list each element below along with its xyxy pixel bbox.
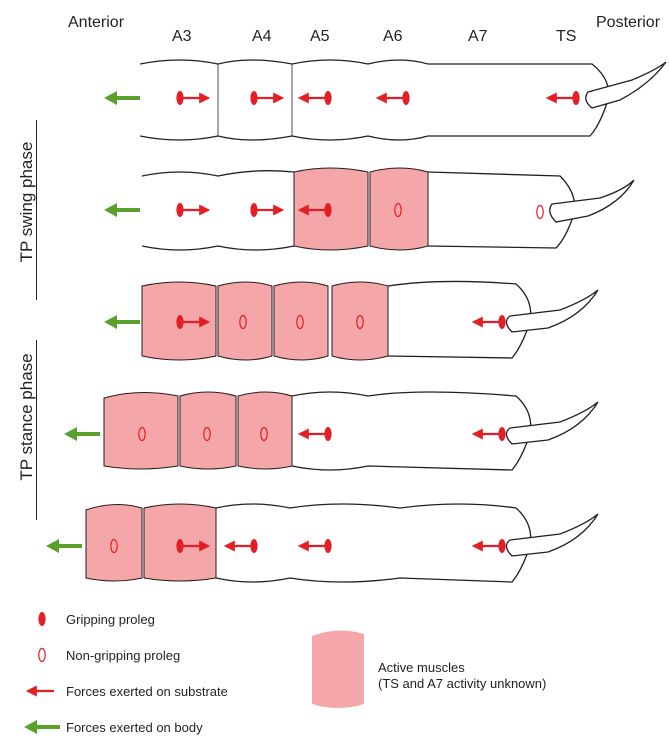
row-5-body-outline [216,504,531,582]
row-1-body-arrow-head [104,91,117,105]
row-2-tail [550,180,634,222]
row-5-body-arrow-head [46,539,59,553]
row-4 [104,392,598,470]
row-2-body-arrow-head [104,203,117,217]
row-3-body-arrow-head [104,315,117,329]
row-3 [142,281,598,360]
row-2-proleg-ts [537,206,543,219]
row-4-muscle-a4 [180,392,236,469]
legend-gripping-proleg-icon [38,612,45,626]
legend-active-muscles-swatch [312,630,364,708]
row-4-tail [506,402,598,444]
legend-forces-body-icon-head [24,720,37,734]
row-2 [142,168,634,250]
row-5 [86,504,598,582]
row-3-muscle-a4 [218,282,272,360]
row-5-tail [506,514,598,556]
row-4-muscle-a5 [238,392,292,469]
row-3-tail [506,290,598,332]
row-3-muscle-a5 [274,282,328,360]
row-3-muscle-a6 [332,282,388,360]
row-4-muscle-a3 [104,392,178,469]
legend-non-gripping-proleg-icon [39,649,45,662]
row-1-body-outline [140,60,609,140]
row-4-body-arrow-head [64,427,77,441]
row-2-muscle-a6 [370,168,428,250]
row-5-muscle-a3 [86,504,142,581]
